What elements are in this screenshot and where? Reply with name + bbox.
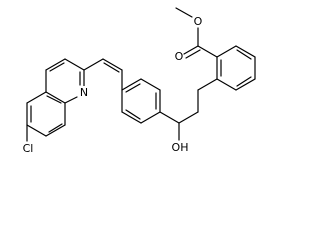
hydroxypropyl-chain — [159, 78, 218, 141]
bond-c-o-double-inner — [185, 49, 201, 59]
bond — [64, 96, 78, 104]
methyl-ester-group — [175, 7, 218, 59]
vinyl-linker — [83, 58, 123, 91]
ester-oxygen-label: O — [194, 15, 203, 28]
bond — [235, 78, 256, 91]
bond — [216, 78, 237, 91]
bond — [26, 91, 47, 104]
bond-double-inner — [236, 49, 252, 60]
bond — [45, 58, 66, 71]
carbonyl-oxygen-label: O — [175, 50, 184, 63]
atom-labels: N Cl OH O O — [23, 15, 203, 155]
benzoate-ring — [216, 45, 256, 91]
bond — [45, 124, 66, 137]
bond — [64, 58, 85, 71]
chlorine-label: Cl — [23, 142, 34, 155]
bond-double-inner — [125, 83, 141, 93]
bond — [102, 58, 123, 71]
quinoline-benzo-ring — [26, 91, 66, 137]
bond-o-methyl — [175, 7, 193, 18]
central-phenyl-ring — [121, 78, 161, 124]
bond — [197, 45, 218, 58]
bond — [83, 58, 104, 71]
bond — [45, 91, 66, 104]
bond — [121, 78, 142, 91]
bond-double-inner — [49, 62, 65, 72]
bond — [197, 78, 218, 91]
hydroxyl-label: OH — [172, 141, 189, 154]
bond-c-o-double — [183, 45, 199, 55]
quinoline-nitrogen-label: N — [80, 86, 88, 99]
bond-double-inner — [103, 62, 120, 73]
bond-double-inner — [236, 76, 252, 87]
bond-double-inner — [125, 109, 141, 120]
bond — [216, 45, 237, 58]
bond — [140, 78, 161, 91]
bond — [140, 111, 161, 124]
quinoline-pyridine-ring — [45, 58, 85, 104]
bond-double-inner — [46, 95, 62, 104]
chemical-structure-diagram: N Cl OH O O — [23, 7, 256, 155]
bond — [121, 111, 142, 124]
bond — [235, 45, 256, 58]
bond — [159, 111, 180, 124]
bond — [178, 111, 199, 124]
label-bg — [78, 86, 91, 99]
bond-double-inner — [48, 123, 63, 133]
bond — [26, 124, 47, 137]
